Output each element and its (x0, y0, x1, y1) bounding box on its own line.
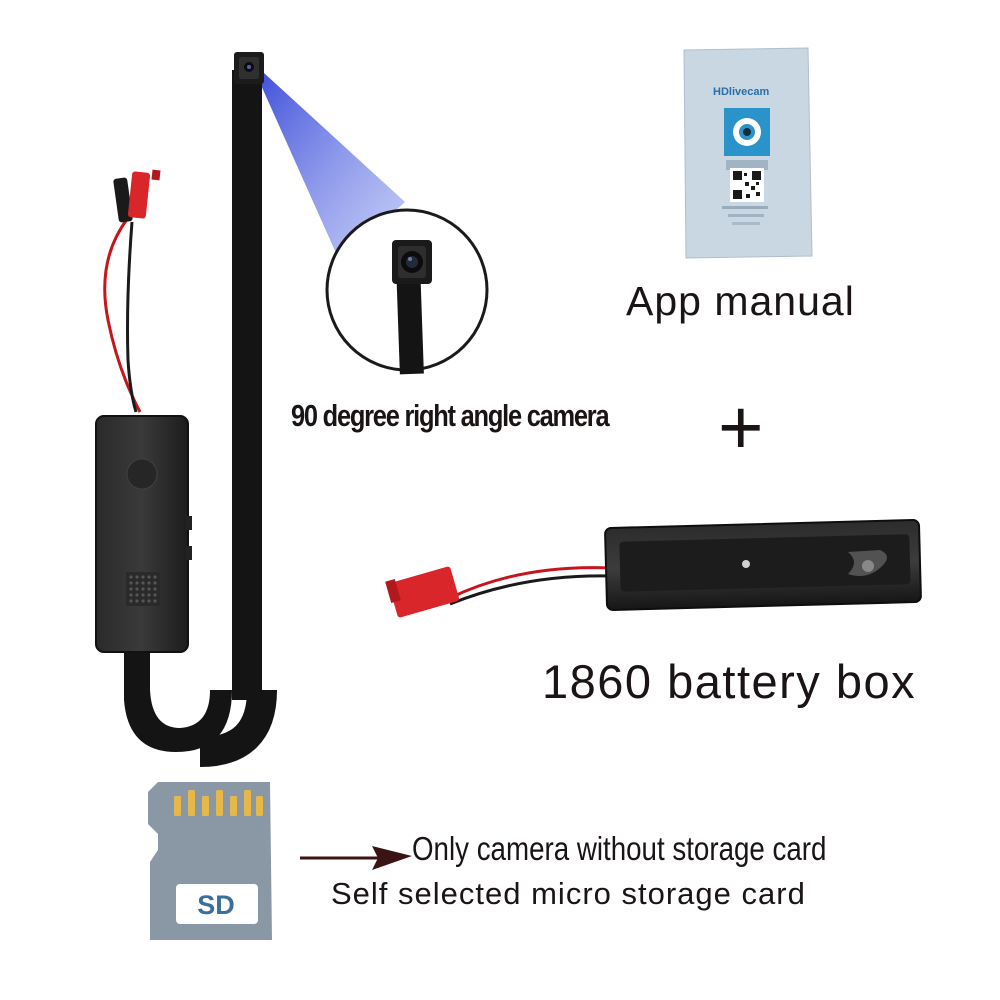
camera-label: 90 degree right angle camera (291, 398, 610, 433)
app-manual-card (683, 47, 813, 259)
arrow-icon (300, 846, 412, 870)
camera-beam (252, 62, 405, 262)
battery-box (385, 519, 922, 618)
sd-card-label: SD (197, 890, 235, 920)
ribbon-cable (124, 70, 277, 767)
camera-head (234, 52, 264, 84)
battery-label: 1860 battery box (542, 655, 917, 708)
manual-brand-text: HDlivecam (713, 86, 770, 98)
camera-zoom-circle (325, 208, 489, 375)
dvr-module (95, 415, 192, 653)
plus-sign: + (718, 383, 764, 471)
storage-note-line2: Self selected micro storage card (331, 876, 806, 911)
sd-card (148, 782, 272, 940)
storage-note-line1: Only camera without storage card (412, 830, 827, 867)
power-wires (103, 169, 161, 413)
manual-label: App manual (626, 278, 855, 324)
